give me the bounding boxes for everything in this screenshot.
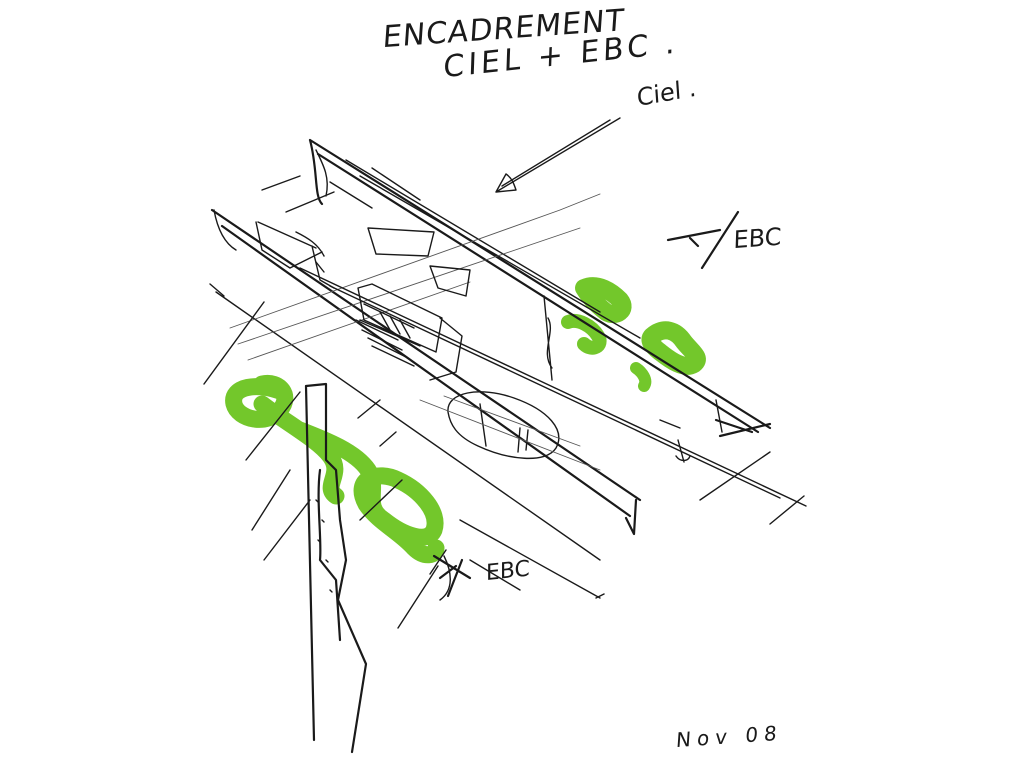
ebc-label-bottom: EBC	[486, 556, 530, 587]
lower-hatching	[203, 301, 451, 629]
sky-arrow	[495, 117, 621, 193]
green-stroke-ribbon	[225, 374, 445, 564]
tree-mark-right	[666, 210, 740, 270]
green-vegetation-strokes	[225, 277, 706, 564]
ebc-label-right: EBC	[733, 222, 782, 255]
green-stroke-cluster-4	[630, 362, 652, 392]
tree-mark-bottom	[432, 554, 472, 598]
left-tower	[304, 382, 368, 754]
green-stroke-cluster-2	[561, 314, 607, 355]
green-stroke-cluster-1	[575, 277, 632, 323]
long-ground-line	[299, 267, 807, 525]
ink-linework	[203, 117, 807, 754]
green-stroke-cluster-3	[641, 321, 706, 375]
oval-pavilion	[447, 391, 560, 459]
middle-deck	[210, 208, 642, 536]
central-structure	[255, 221, 471, 381]
upper-canopy	[308, 138, 772, 438]
